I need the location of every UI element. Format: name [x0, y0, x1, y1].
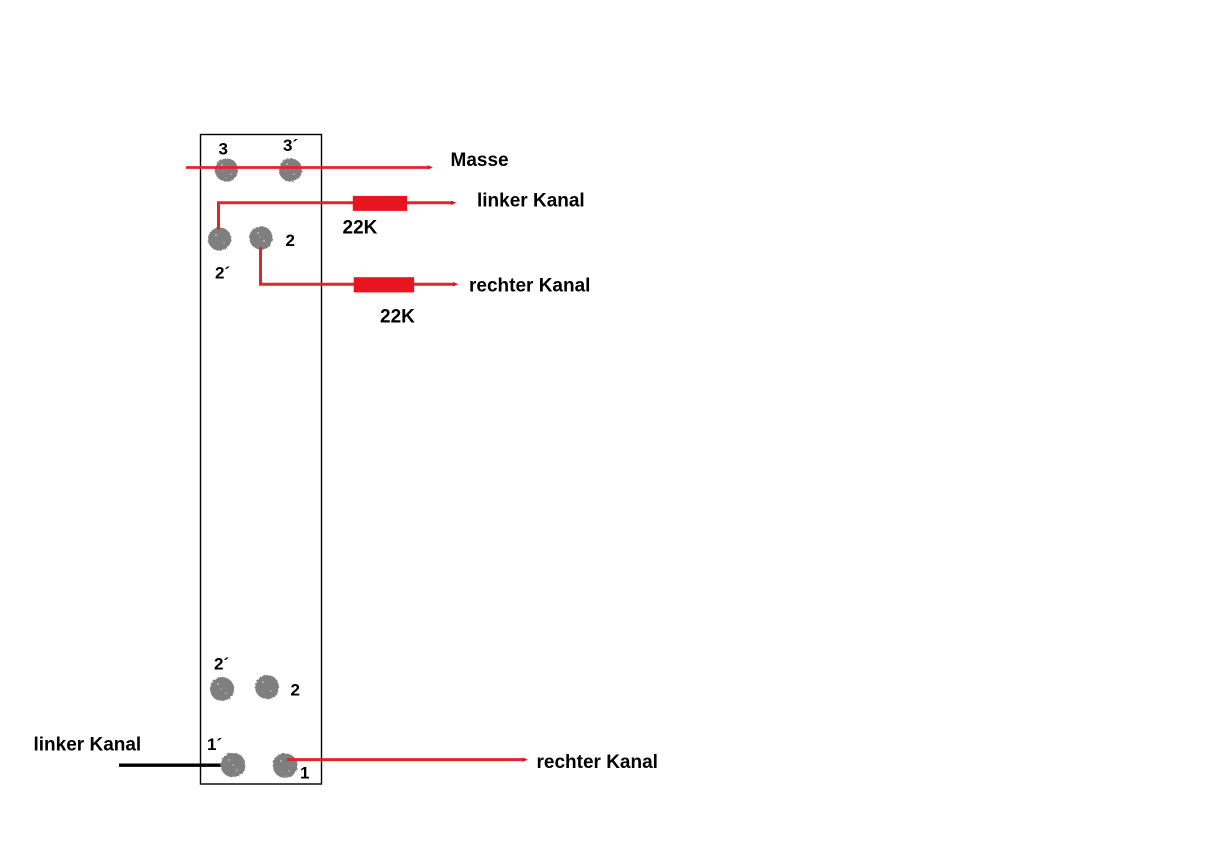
svg-text:rechter Kanal: rechter Kanal: [469, 275, 590, 296]
svg-text:1´: 1´: [207, 735, 222, 754]
svg-text:1: 1: [300, 763, 309, 782]
svg-text:2: 2: [291, 680, 300, 699]
svg-text:linker Kanal: linker Kanal: [477, 191, 585, 212]
svg-text:linker Kanal: linker Kanal: [34, 735, 142, 756]
svg-text:rechter Kanal: rechter Kanal: [537, 752, 658, 773]
svg-text:2: 2: [286, 231, 295, 250]
svg-text:22K: 22K: [380, 307, 415, 328]
svg-text:22K: 22K: [343, 218, 378, 239]
svg-text:2´: 2´: [215, 264, 230, 283]
svg-text:Masse: Masse: [451, 150, 509, 171]
svg-text:3: 3: [219, 139, 228, 158]
svg-text:2´: 2´: [214, 654, 229, 673]
svg-text:3´: 3´: [283, 136, 298, 155]
